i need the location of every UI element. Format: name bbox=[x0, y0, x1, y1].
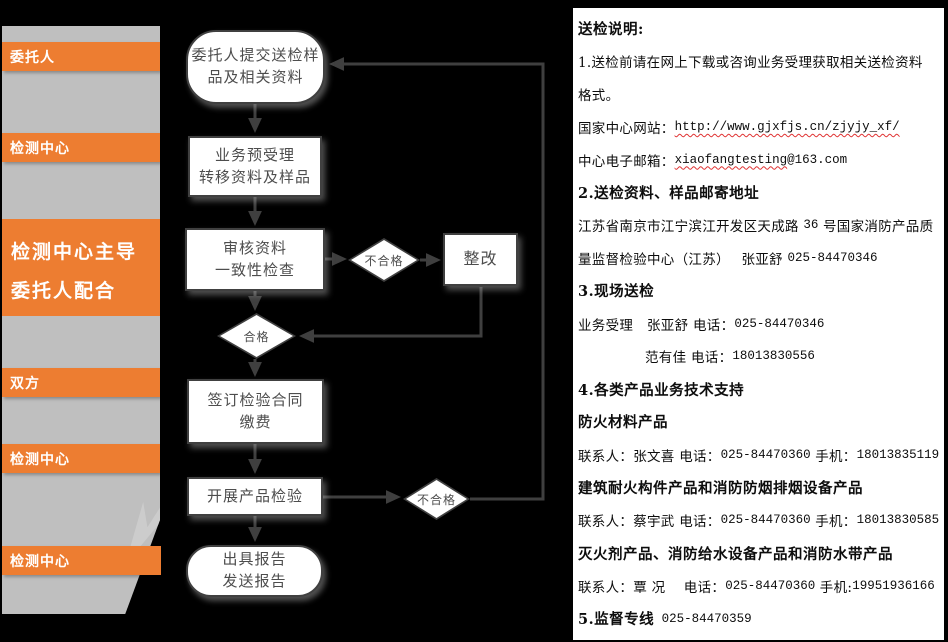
panel-line-address: 江苏省南京市江宁滨江开发区天成路 36 号国家消防产品质 bbox=[578, 218, 934, 236]
panel-heading: 灭火剂产品、消防给水设备产品和消防水带产品 bbox=[578, 545, 893, 563]
panel-line-contact: 范有佳 电话：18013830556 bbox=[645, 349, 815, 367]
email-address: xiaofangtesting bbox=[674, 152, 788, 167]
website-url: http://www.gjxfjs.cn/zjyjy_xf/ bbox=[674, 119, 900, 134]
panel-line-contact: 业务受理 张亚舒 电话：025-84470346 bbox=[578, 316, 825, 334]
panel-heading: 防火材料产品 bbox=[578, 414, 668, 432]
flow-node-submit-samples: 委托人提交送检样 品及相关资料 bbox=[186, 30, 325, 104]
sidebar-item-weituoren: 委托人 bbox=[2, 42, 160, 71]
sidebar-item-label: 双方 bbox=[10, 374, 40, 391]
panel-line-hotline: 5.监督专线 025-84470359 bbox=[578, 611, 752, 629]
sidebar-item-jiance-center-1: 检测中心 bbox=[2, 133, 160, 162]
flow-node-pre-acceptance: 业务预受理 转移资料及样品 bbox=[188, 136, 322, 197]
sidebar-item-label: 委托人 bbox=[10, 48, 55, 65]
panel-line-website: 国家中心网站：http://www.gjxfjs.cn/zjyjy_xf/ bbox=[578, 119, 900, 137]
panel-line-contact: 联系人：张文喜 电话：025-84470360 手机：18013835119 bbox=[578, 447, 940, 465]
info-panel: 送检说明: 1.送检前请在网上下载或咨询业务受理获取相关送检资料 格式。 国家中… bbox=[573, 8, 944, 640]
flow-decision-pass: 合格 bbox=[217, 313, 296, 359]
flow-node-review-materials: 审核资料 一致性检查 bbox=[185, 228, 325, 291]
flow-decision-fail-2: 不合格 bbox=[403, 478, 470, 520]
sidebar-item-label: 检测中心 bbox=[10, 450, 70, 467]
sidebar-item-label: 检测中心 bbox=[10, 139, 70, 156]
panel-title: 送检说明: bbox=[578, 20, 644, 38]
panel-line-contact: 联系人：覃 况 电话：025-84470360 手机:19951936166 bbox=[578, 578, 935, 596]
sidebar-item-center-lead: 检测中心主导 委托人配合 bbox=[2, 219, 160, 316]
panel-heading: 4.各类产品业务技术支持 bbox=[578, 381, 745, 399]
panel-heading: 2.送检资料、样品邮寄地址 bbox=[578, 184, 760, 202]
panel-line: 1.送检前请在网上下载或咨询业务受理获取相关送检资料 bbox=[578, 55, 923, 72]
ribbon-curl bbox=[130, 502, 160, 548]
panel-line-contact: 联系人：蔡宇武 电话：025-84470360 手机：18013830585 bbox=[578, 513, 940, 531]
ribbon-shape bbox=[2, 26, 160, 614]
panel-line: 格式。 bbox=[578, 87, 620, 104]
flow-decision-fail-1: 不合格 bbox=[348, 238, 420, 282]
flow-node-sign-contract: 签订检验合同 缴费 bbox=[187, 379, 324, 444]
process-role-sidebar: 委托人 检测中心 检测中心主导 委托人配合 双方 检测中心 检测中心 bbox=[2, 26, 161, 614]
panel-line-email: 中心电子邮箱：xiaofangtesting@163.com bbox=[578, 152, 848, 170]
panel-title-row: 送检说明: bbox=[578, 12, 940, 45]
sidebar-item-label: 检测中心 bbox=[10, 552, 70, 569]
flow-node-rectify: 整改 bbox=[443, 233, 518, 286]
panel-line-address: 量监督检验中心（江苏） 张亚舒 025-84470346 bbox=[578, 250, 878, 268]
sidebar-item-shuangfang: 双方 bbox=[2, 368, 160, 397]
sidebar-item-jiance-center-3: 检测中心 bbox=[2, 546, 161, 575]
flow-node-product-testing: 开展产品检验 bbox=[187, 477, 323, 516]
sidebar-item-jiance-center-2: 检测中心 bbox=[2, 444, 160, 473]
panel-heading: 3.现场送检 bbox=[578, 283, 655, 301]
flow-node-issue-report: 出具报告 发送报告 bbox=[186, 545, 323, 597]
panel-heading: 建筑耐火构件产品和消防防烟排烟设备产品 bbox=[578, 480, 863, 498]
